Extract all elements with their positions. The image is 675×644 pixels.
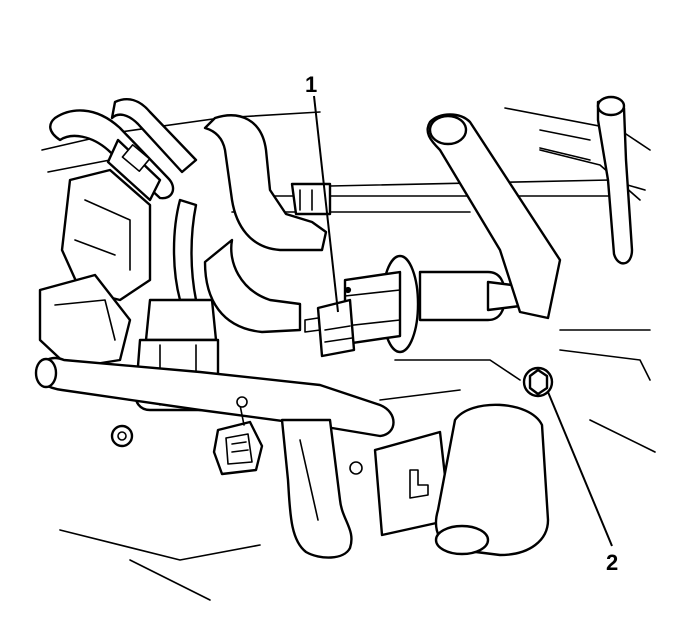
sensor-connector — [212, 396, 264, 476]
left-hose-clamp-top — [144, 298, 218, 342]
mounting-bolt-head — [528, 368, 549, 396]
center-upper-fitting — [290, 182, 332, 216]
sensor-connector-body — [212, 420, 264, 476]
valve-screw — [344, 286, 352, 294]
sensor-wire-clip — [236, 396, 248, 408]
canister-opening — [434, 524, 490, 556]
rear-frame-line-lower — [47, 159, 111, 173]
upper-right-hose-body — [426, 113, 562, 320]
left-lower-bracket — [38, 273, 132, 370]
mounting-bolt-component — [522, 366, 554, 398]
bottom-left-line — [59, 529, 261, 561]
right-lower-rail-2 — [559, 349, 651, 381]
upper-right-hose — [426, 95, 634, 320]
center-upper-fitting-detail — [299, 189, 313, 211]
callout-1-label: 1 — [305, 72, 317, 97]
left-bracket-detail — [84, 199, 131, 271]
left-bracket-detail-2 — [74, 239, 116, 256]
connector-ribs — [324, 325, 353, 343]
upper-left-hose — [49, 98, 198, 202]
callout-2-label: 2 — [606, 550, 618, 575]
center-lower-hose — [280, 418, 353, 559]
center-upper-hose-body — [203, 114, 328, 252]
left-bracket-body — [60, 168, 152, 302]
middle-curved-hose — [203, 238, 302, 334]
callout-1-leader — [313, 95, 339, 313]
bracket-small-bolt — [349, 461, 363, 475]
left-lower-bracket-detail — [54, 299, 116, 341]
far-right-hose-end — [596, 95, 626, 117]
callout-2-leader — [547, 391, 613, 547]
upper-right-hose-end — [428, 114, 468, 146]
right-diagonal — [589, 419, 656, 453]
valve-body-bands — [344, 289, 401, 327]
canister-cover — [434, 403, 550, 557]
sensor-connector-face — [225, 433, 253, 465]
upper-left-clip — [121, 144, 151, 172]
center-lower-rail — [394, 359, 521, 381]
center-upper-hose — [203, 114, 332, 252]
far-right-hose — [596, 98, 634, 265]
callout-leaders — [313, 95, 613, 547]
upper-left-hose-top — [110, 98, 198, 174]
connector-latch — [304, 317, 321, 333]
center-lower-hose-detail — [299, 439, 319, 521]
top-right-structure — [504, 107, 651, 151]
sensor-connector-pins — [231, 441, 249, 453]
left-bolt-center — [117, 431, 127, 441]
bracket-plate-cutout — [409, 469, 429, 499]
left-vertical-hose-body — [172, 198, 198, 302]
right-hose-bracket — [539, 129, 591, 161]
middle-hose-segment — [203, 238, 302, 334]
bottom-left-diagonal — [129, 559, 211, 601]
sensor-wire — [239, 404, 245, 426]
left-bolt — [110, 424, 134, 448]
mounting-bracket-plate — [349, 430, 452, 537]
lower-main-hose-end — [34, 357, 58, 389]
upper-left-connector — [106, 138, 162, 202]
purge-valve-component — [304, 254, 546, 358]
lower-main-hose — [34, 356, 395, 438]
rear-frame-line — [41, 111, 321, 151]
center-lower-rail-2 — [379, 389, 461, 401]
left-bracket-assembly — [38, 168, 152, 370]
center-lower-hose-body — [280, 418, 353, 559]
